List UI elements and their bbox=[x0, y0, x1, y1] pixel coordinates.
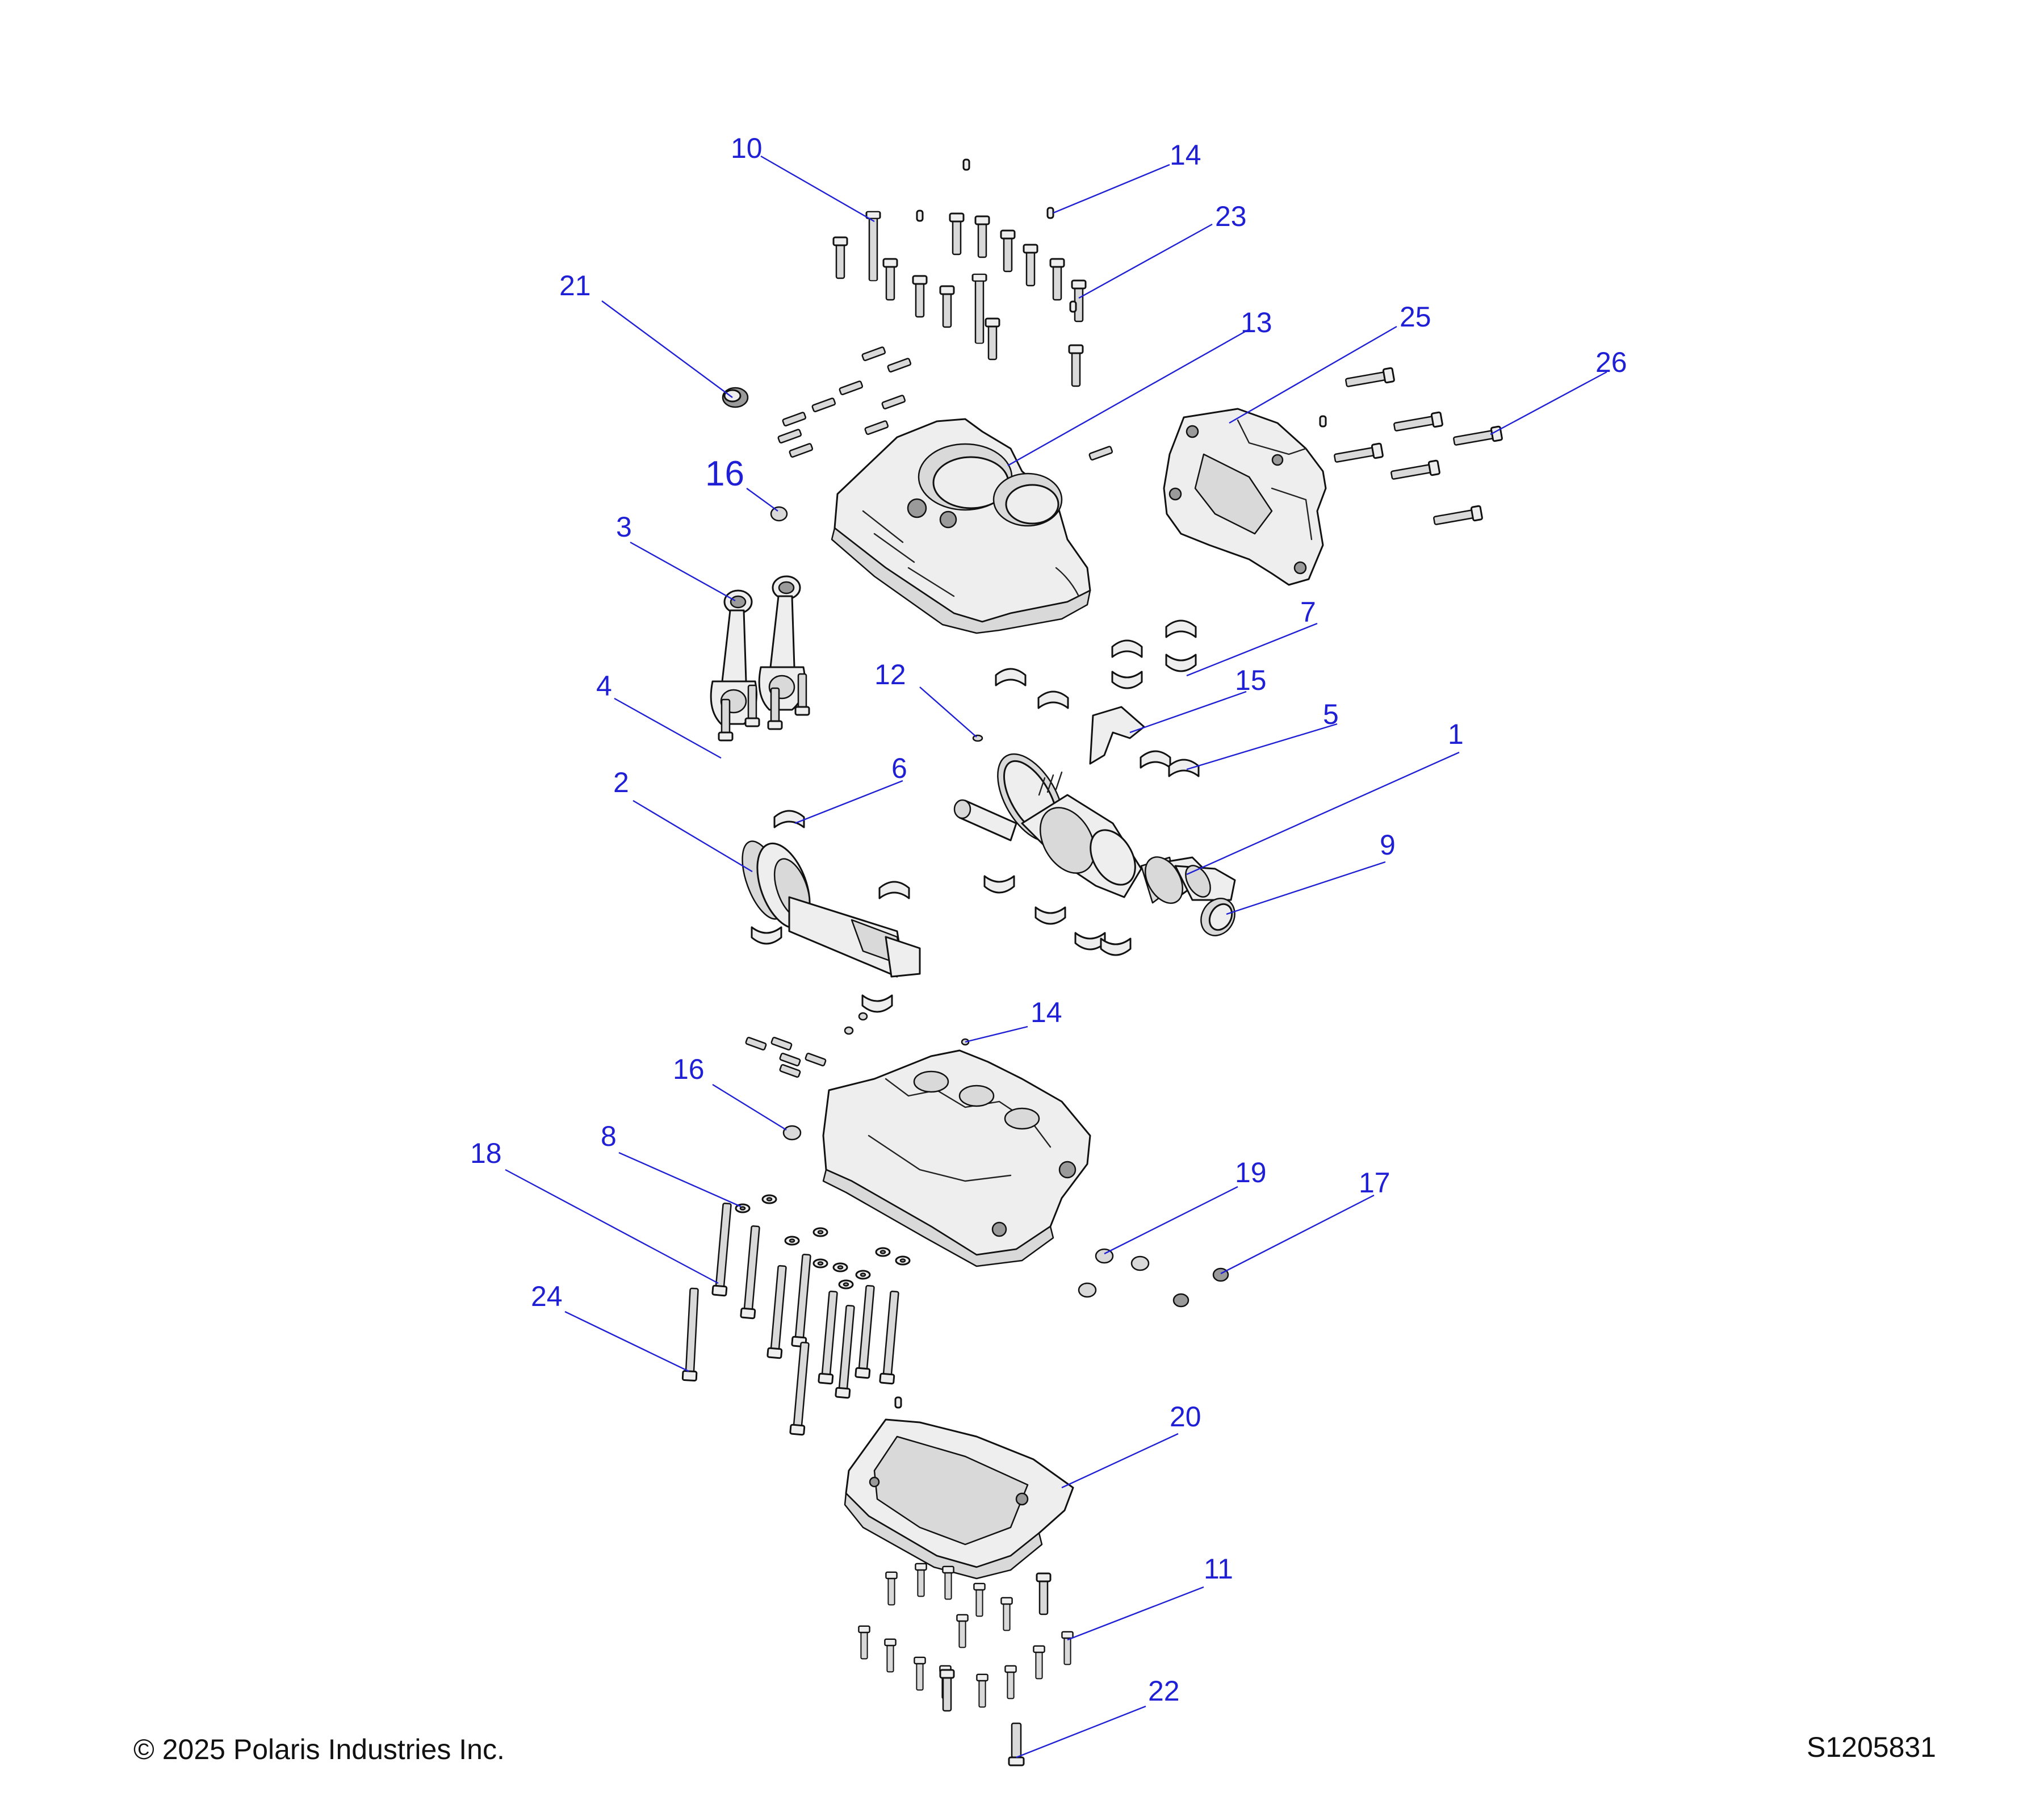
crankshaft-1 bbox=[953, 753, 1236, 904]
balance-bearing-6 bbox=[773, 810, 805, 828]
drawing-number: S1205831 bbox=[1806, 1731, 1936, 1763]
bearing-carrier-25 bbox=[1163, 408, 1327, 586]
leader-lines bbox=[505, 155, 1607, 1759]
plug-21 bbox=[722, 387, 749, 408]
seal-9 bbox=[1200, 898, 1235, 936]
dowel-12 bbox=[972, 734, 983, 742]
small-dowels-lower bbox=[844, 1012, 868, 1035]
oil-pan-bolts-11 bbox=[858, 1563, 1074, 1712]
callout-9: 9 bbox=[1380, 829, 1396, 861]
callout-labels: 10 14 23 21 13 25 26 16 3 7 4 12 15 5 1 … bbox=[470, 132, 1627, 1707]
callout-1: 1 bbox=[1448, 718, 1464, 750]
callout-25: 25 bbox=[1400, 301, 1431, 333]
lower-case-small-bolts bbox=[745, 1036, 827, 1078]
callout-11: 11 bbox=[1204, 1553, 1233, 1585]
balance-shaft-2 bbox=[742, 840, 921, 978]
main-bearings-5 bbox=[1140, 750, 1200, 777]
oil-pan-20 bbox=[844, 1418, 1074, 1580]
plug-16-lower bbox=[782, 1125, 802, 1141]
callout-7: 7 bbox=[1300, 596, 1316, 628]
callout-24: 24 bbox=[531, 1280, 563, 1312]
callout-13: 13 bbox=[1241, 307, 1272, 338]
callout-16-lower: 16 bbox=[673, 1053, 705, 1085]
upper-crankcase-13 bbox=[831, 418, 1091, 634]
callout-8: 8 bbox=[601, 1120, 617, 1152]
callout-17: 17 bbox=[1359, 1167, 1390, 1199]
plug-16-upper bbox=[770, 506, 788, 522]
callout-22: 22 bbox=[1148, 1675, 1180, 1707]
callout-14-upper: 14 bbox=[1170, 139, 1201, 171]
plugs-19 bbox=[1078, 1248, 1150, 1298]
callout-20: 20 bbox=[1170, 1401, 1201, 1433]
lower-crankcase bbox=[822, 1049, 1091, 1267]
main-bearings-upper bbox=[995, 668, 1069, 709]
drain-bolt-22 bbox=[1008, 1722, 1025, 1766]
case-bolt-24 bbox=[681, 1287, 702, 1382]
callout-15: 15 bbox=[1235, 664, 1267, 696]
callout-10: 10 bbox=[731, 132, 763, 164]
callout-21: 21 bbox=[559, 270, 591, 302]
plugs-17 bbox=[1172, 1267, 1229, 1308]
copyright-notice: © 2025 Polaris Industries Inc. bbox=[133, 1734, 505, 1765]
callout-23: 23 bbox=[1215, 200, 1247, 232]
upper-case-small-bolts bbox=[777, 346, 1113, 461]
callout-16-upper: 16 bbox=[705, 454, 744, 493]
thrust-washer-15 bbox=[1089, 706, 1145, 765]
main-bearings-7 bbox=[1111, 619, 1197, 689]
callout-5: 5 bbox=[1323, 698, 1339, 730]
callout-4: 4 bbox=[596, 670, 612, 702]
callout-12: 12 bbox=[874, 659, 906, 690]
callout-26: 26 bbox=[1595, 346, 1627, 378]
case-bolts-18 bbox=[711, 1202, 903, 1436]
callout-3: 3 bbox=[616, 511, 632, 543]
carrier-bolts-26 bbox=[1319, 367, 1503, 529]
callout-14-lower: 14 bbox=[1031, 997, 1062, 1028]
oil-pan-dowel bbox=[894, 1396, 902, 1409]
callout-19: 19 bbox=[1235, 1157, 1267, 1188]
callout-6: 6 bbox=[891, 752, 907, 784]
callout-18: 18 bbox=[470, 1137, 502, 1169]
callout-2: 2 bbox=[613, 767, 629, 798]
